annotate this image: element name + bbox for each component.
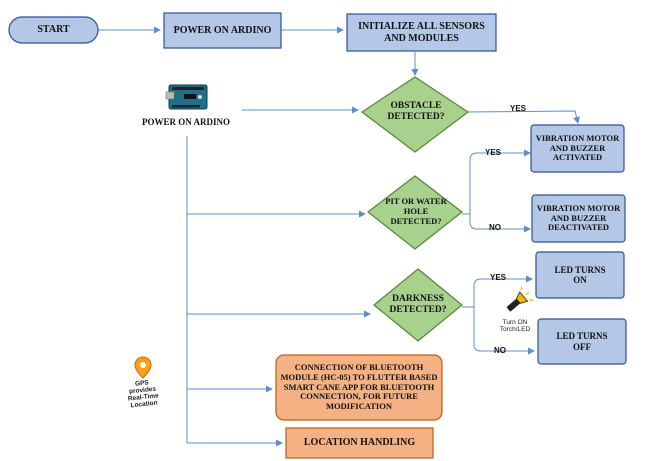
obstacle-decision xyxy=(360,76,470,153)
vibration-deactivated-node xyxy=(531,194,626,243)
led-off-label: LED TURNS OFF xyxy=(556,331,608,352)
pit-branch xyxy=(462,149,531,215)
vibration-activated-node xyxy=(530,124,625,173)
start-label: START xyxy=(37,24,70,36)
darkness-decision xyxy=(373,268,463,342)
bluetooth-node xyxy=(275,354,443,421)
darkness-label: DARKNESS DETECTED? xyxy=(389,294,447,315)
pit-decision xyxy=(367,175,463,250)
start-node xyxy=(8,16,99,44)
obstacle-yes-label: YES xyxy=(510,104,527,113)
pit-no-label: NO xyxy=(489,223,501,232)
location-label: LOCATION HANDLING xyxy=(303,437,416,449)
arrow-obstacle-yes xyxy=(467,110,580,124)
darkness-branch-no xyxy=(473,307,535,355)
darkness-yes-label: YES xyxy=(490,273,507,282)
bluetooth-label: CONNECTION OF BLUETOOTH MODULE (HC-05) T… xyxy=(280,362,438,412)
darkness-branch xyxy=(462,275,533,308)
pit-yes-label: YES xyxy=(485,148,502,157)
init-node xyxy=(346,13,497,52)
flashlight-icon xyxy=(506,286,534,312)
led-on-node xyxy=(535,251,625,299)
vibration-activated-label: VIBRATION MOTOR AND BUZZER ACTIVATED xyxy=(535,132,620,163)
power-on-node xyxy=(163,12,282,49)
arduino-board-icon xyxy=(165,84,208,110)
gps-caption: GPS provides Real-Time Location xyxy=(127,379,160,410)
board-label: POWER ON ARDINO xyxy=(141,116,230,127)
gps-pin-icon xyxy=(134,356,152,379)
torch-caption: Turn ON Torch/LED xyxy=(499,319,531,334)
pit-branch-no xyxy=(469,214,531,233)
led-on-label: LED TURNS ON xyxy=(554,264,606,285)
init-label: INITIALIZE ALL SENSORS AND MODULES xyxy=(358,21,485,44)
vibration-deactivated-label: VIBRATION MOTOR AND BUZZER DEACTIVATED xyxy=(536,202,621,233)
obstacle-label: OBSTACLE DETECTED? xyxy=(387,101,445,122)
pit-label: PIT OR WATER HOLE DETECTED? xyxy=(385,196,447,226)
location-node xyxy=(285,427,434,459)
darkness-no-label: NO xyxy=(494,346,506,355)
led-off-node xyxy=(537,318,627,365)
connectors xyxy=(98,26,580,447)
power-on-label: POWER ON ARDINO xyxy=(173,24,272,36)
